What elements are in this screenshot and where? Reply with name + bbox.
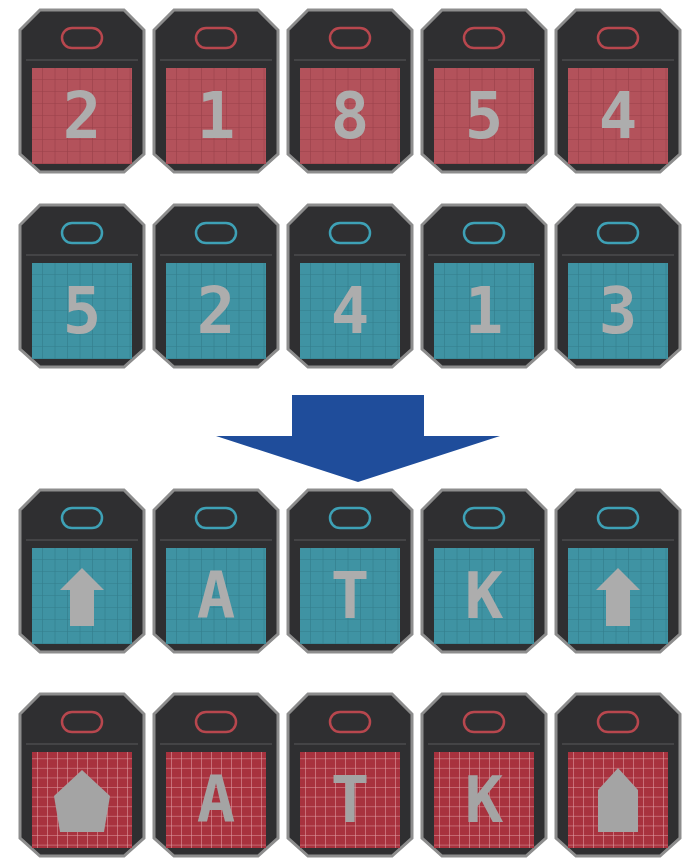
display-tile: 4 xyxy=(554,8,682,174)
pixel-panel: 5 xyxy=(32,263,132,359)
panel-glyph: 2 xyxy=(63,84,102,148)
pixel-panel: K xyxy=(434,548,534,644)
panel-glyph: T xyxy=(331,768,370,832)
panel-glyph: 4 xyxy=(599,84,638,148)
panel-glyph: 3 xyxy=(599,279,638,343)
panel-glyph: K xyxy=(465,768,504,832)
pixel-panel: T xyxy=(300,752,400,848)
pixel-panel: T xyxy=(300,548,400,644)
display-tile: T xyxy=(286,692,414,858)
pixel-panel: A xyxy=(166,548,266,644)
icon-tile xyxy=(556,694,680,856)
display-tile: T xyxy=(286,488,414,654)
panel-glyph: T xyxy=(331,564,370,628)
display-tile: K xyxy=(420,692,548,858)
panel-glyph: 4 xyxy=(331,279,370,343)
icon-tile xyxy=(20,694,144,856)
pixel-panel: 1 xyxy=(166,68,266,164)
display-tile: 8 xyxy=(286,8,414,174)
pixel-panel: A xyxy=(166,752,266,848)
panel-glyph: 1 xyxy=(465,279,504,343)
display-tile: 2 xyxy=(18,8,146,174)
panel-glyph: K xyxy=(465,564,504,628)
display-tile: 2 xyxy=(152,203,280,369)
display-tile: 4 xyxy=(286,203,414,369)
down-arrow xyxy=(216,395,500,482)
pixel-panel: 5 xyxy=(434,68,534,164)
pixel-panel: 3 xyxy=(568,263,668,359)
icon-tile xyxy=(556,490,680,652)
display-tile: A xyxy=(152,692,280,858)
panel-glyph: 5 xyxy=(465,84,504,148)
pixel-panel: K xyxy=(434,752,534,848)
display-tile: A xyxy=(152,488,280,654)
display-tile: 1 xyxy=(420,203,548,369)
pixel-panel: 2 xyxy=(32,68,132,164)
pixel-panel: 1 xyxy=(434,263,534,359)
pixel-panel: 2 xyxy=(166,263,266,359)
icon-tile xyxy=(20,490,144,652)
panel-glyph: 8 xyxy=(331,84,370,148)
display-tile: 3 xyxy=(554,203,682,369)
panel-glyph: 5 xyxy=(63,279,102,343)
display-tile: 5 xyxy=(18,203,146,369)
display-tile: 5 xyxy=(420,8,548,174)
pixel-panel: 4 xyxy=(300,263,400,359)
pixel-panel: 4 xyxy=(568,68,668,164)
display-tile: 1 xyxy=(152,8,280,174)
panel-glyph: A xyxy=(197,564,236,628)
display-tile: K xyxy=(420,488,548,654)
panel-glyph: 2 xyxy=(197,279,236,343)
panel-glyph: A xyxy=(197,768,236,832)
pixel-panel: 8 xyxy=(300,68,400,164)
panel-glyph: 1 xyxy=(197,84,236,148)
